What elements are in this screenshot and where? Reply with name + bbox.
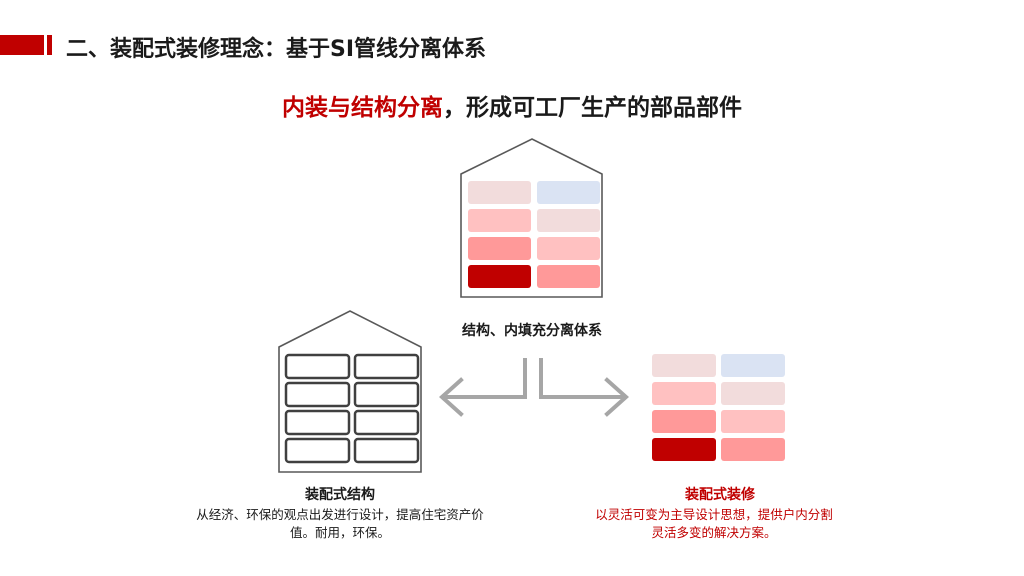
top-house-block — [537, 209, 600, 232]
arrow-right — [539, 358, 626, 399]
title-accent-bar-small — [47, 35, 52, 55]
infill-block — [721, 438, 785, 461]
left-house-cell — [284, 409, 351, 436]
infill-block — [652, 382, 716, 405]
left-house — [278, 310, 422, 473]
arrow-right-head — [604, 377, 629, 417]
top-house-block — [537, 265, 600, 288]
left-house-cell — [284, 437, 351, 464]
right-panel-title: 装配式装修 — [685, 487, 755, 503]
slide-title: 二、装配式装修理念：基于SI管线分离体系 — [66, 37, 487, 62]
left-house-description: 从经济、环保的观点出发进行设计，提高住宅资产价值。耐用，环保。 — [196, 507, 484, 540]
infill-block — [721, 354, 785, 377]
top-house-block — [537, 181, 600, 204]
left-house-cell — [284, 353, 351, 380]
infill-block — [721, 382, 785, 405]
right-panel-description: 以灵活可变为主导设计思想，提供户内分割灵活多变的解决方案。 — [595, 507, 833, 540]
top-house-block — [468, 209, 531, 232]
top-house-caption: 结构、内填充分离体系 — [462, 323, 602, 339]
split-arrows — [439, 358, 629, 417]
arrow-left-head — [439, 377, 464, 417]
infill-block — [652, 410, 716, 433]
left-house-cell — [353, 381, 420, 408]
headline-emphasis: 内装与结构分离 — [282, 95, 443, 121]
left-house-cell — [353, 409, 420, 436]
headline-rest: ，形成可工厂生产的部品部件 — [443, 95, 742, 121]
top-house-block — [537, 237, 600, 260]
top-house-block — [468, 181, 531, 204]
top-house — [460, 138, 603, 298]
arrow-left — [442, 358, 527, 399]
right-panel-blocks — [652, 354, 785, 461]
headline: 内装与结构分离，形成可工厂生产的部品部件 — [0, 88, 1024, 122]
infill-block — [652, 354, 716, 377]
left-house-title: 装配式结构 — [305, 487, 375, 503]
left-house-cell — [353, 353, 420, 380]
title-accent-bar — [0, 35, 44, 55]
infill-block — [721, 410, 785, 433]
left-house-cell — [284, 381, 351, 408]
top-house-block — [468, 237, 531, 260]
left-house-cell — [353, 437, 420, 464]
top-house-block — [468, 265, 531, 288]
infill-block — [652, 438, 716, 461]
